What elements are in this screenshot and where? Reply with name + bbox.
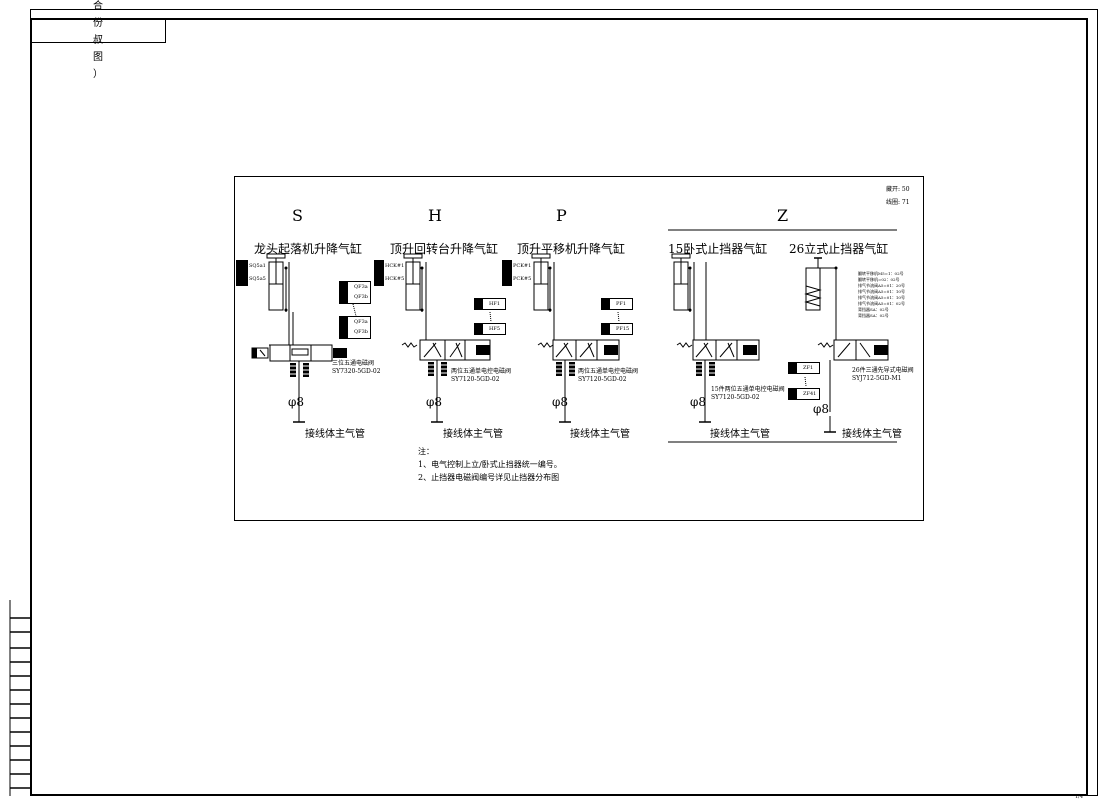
stopper-list: 翻转平移机M5=1：02号 翻转平移机=02：02号 排气节流阀A5=01：20…	[858, 271, 905, 319]
section-title-p: 顶升平移机升降气缸	[517, 242, 626, 256]
sensor-label: PCK#5	[513, 276, 532, 282]
valve-label-s: 三位五通电磁阀 SY7320-5GD-02	[332, 360, 381, 376]
stopper-list-item: 排气节流阀A5=01：02号	[858, 301, 905, 306]
valve-name: 15件两位五通单电控电磁阀	[711, 386, 785, 393]
sheet-info-line1: 藏开: 50	[886, 186, 910, 193]
valve-model: SY7120-5GD-02	[578, 376, 627, 383]
indicator-p2: PF15	[601, 323, 633, 335]
stopper-list-item: 背挡器SA：02号	[858, 307, 889, 312]
sheet-title-char: 图	[93, 52, 103, 63]
sensor-block-s	[236, 260, 248, 286]
phi-label-p: φ8	[552, 395, 569, 409]
pipe-label-s: 接线体主气管	[305, 429, 365, 440]
indicator-z2: ZF41	[788, 388, 820, 400]
phi-label-s: φ8	[288, 395, 305, 409]
sensor-label: HCK#1	[385, 263, 405, 269]
sensor-label: SQ5a1	[249, 263, 266, 269]
sheet-title-char: 份	[93, 18, 103, 29]
sensor-block-p	[502, 260, 512, 286]
indicator-h2: HF5	[474, 323, 506, 335]
valve-name: 两位五通单电控电磁阀	[451, 368, 512, 375]
stopper-list-item: 背挡器SA：02号	[858, 313, 889, 318]
valve-label-z26: 26件三通先导式电磁阀 SYJ712-5GD-M1	[852, 367, 914, 383]
pipe-label-z15: 接线体主气管	[710, 429, 770, 440]
indicator-label: QF3b	[354, 294, 368, 300]
pipe-label-h: 接线体主气管	[443, 429, 503, 440]
stopper-list-item: 排气节流阀A5=01：10号	[858, 295, 905, 300]
valve-name: 三位五通电磁阀	[332, 360, 375, 367]
indicator-h1: HF1	[474, 298, 506, 310]
indicator-group-s2: QF3a QF3b	[339, 316, 371, 339]
indicator-p1: PF1	[601, 298, 633, 310]
valve-model: SY7120-5GD-02	[451, 376, 500, 383]
corner-mark: 1/4	[1075, 794, 1084, 800]
indicator-z1: ZF1	[788, 362, 820, 374]
phi-label-h: φ8	[426, 395, 443, 409]
valve-name: 26件三通先导式电磁阀	[852, 367, 914, 374]
notes: 注： 1、电气控制上立/卧式止挡器统一编号。 2、止挡器电磁阀编号详见止挡器分布…	[418, 446, 562, 483]
section-letter-h: H	[428, 206, 442, 225]
section-title-s: 龙头起落机升降气缸	[254, 242, 363, 256]
section-letter-z: Z	[777, 206, 789, 225]
phi-label-z26: φ8	[813, 402, 830, 416]
sheet-title-char: 叔	[93, 35, 103, 46]
valve-model: SY7320-5GD-02	[332, 368, 381, 375]
sensor-block-h	[374, 260, 384, 286]
pipe-label-z26: 接线体主气管	[842, 429, 902, 440]
stopper-list-item: 排气节流阀A5=01：20号	[858, 283, 905, 288]
indicator-label: ZF41	[803, 391, 817, 397]
sheet-info-line2: 线圈: 71	[886, 199, 910, 206]
note-item: 1、电气控制上立/卧式止挡器统一编号。	[418, 460, 562, 469]
indicator-label: QF3b	[354, 329, 368, 335]
sensor-label: HCK#5	[385, 276, 405, 282]
stopper-list-item: 翻转平移机=02：02号	[858, 277, 900, 282]
indicator-label: HF1	[489, 301, 501, 307]
section-letter-s: S	[292, 206, 303, 225]
valve-name: 两位五通单电控电磁阀	[578, 368, 639, 375]
indicator-group-s1: QF3a QF3b	[339, 281, 371, 304]
circuit-p	[531, 253, 620, 423]
stopper-list-item: 翻转平移机M5=1：02号	[858, 271, 904, 276]
indicator-label: PF1	[616, 301, 627, 307]
pneumatic-diagram-panel	[234, 176, 924, 521]
title-block-top	[30, 18, 166, 43]
valve-label-p: 两位五通单电控电磁阀 SY7120-5GD-02	[578, 368, 638, 384]
circuit-z26	[804, 257, 889, 433]
indicator-label: ZF1	[803, 365, 814, 371]
circuit-h	[401, 253, 492, 423]
indicator-label: HF5	[489, 326, 501, 332]
valve-label-h: 两位五通单电控电磁阀 SY7120-5GD-02	[451, 368, 511, 384]
sensor-label: PCK#1	[513, 263, 532, 269]
indicator-label: QF3a	[354, 284, 368, 290]
stopper-list-item: 排气节流阀A5=01：10号	[858, 289, 905, 294]
sheet-title-char: 合	[93, 1, 103, 12]
phi-label-z15: φ8	[690, 395, 707, 409]
section-title-z15: 15卧式止挡器气缸	[668, 242, 768, 256]
drawing-inner-frame	[30, 18, 1088, 796]
sheet-title-char: ）	[93, 69, 103, 80]
section-letter-p: P	[556, 206, 567, 225]
section-title-h: 顶升回转台升降气缸	[390, 242, 499, 256]
circuit-s	[251, 253, 357, 423]
valve-model: SY7120-5GD-02	[711, 394, 760, 401]
note-item: 2、止挡器电磁阀编号详见止挡器分布图	[418, 473, 560, 482]
circuit-z15	[671, 253, 760, 423]
indicator-label: PF15	[616, 326, 630, 332]
indicator-label: QF3a	[354, 319, 368, 325]
sheet-title-vertical: 合 份 叔 图 ）	[93, 0, 105, 81]
note-heading: 注：	[418, 447, 434, 456]
valve-label-z15: 15件两位五通单电控电磁阀 SY7120-5GD-02	[711, 386, 785, 402]
pipe-label-p: 接线体主气管	[570, 429, 630, 440]
section-title-z26: 26立式止挡器气缸	[789, 242, 889, 256]
sensor-label: SQ5a5	[249, 276, 266, 282]
valve-model: SYJ712-5GD-M1	[852, 375, 902, 382]
